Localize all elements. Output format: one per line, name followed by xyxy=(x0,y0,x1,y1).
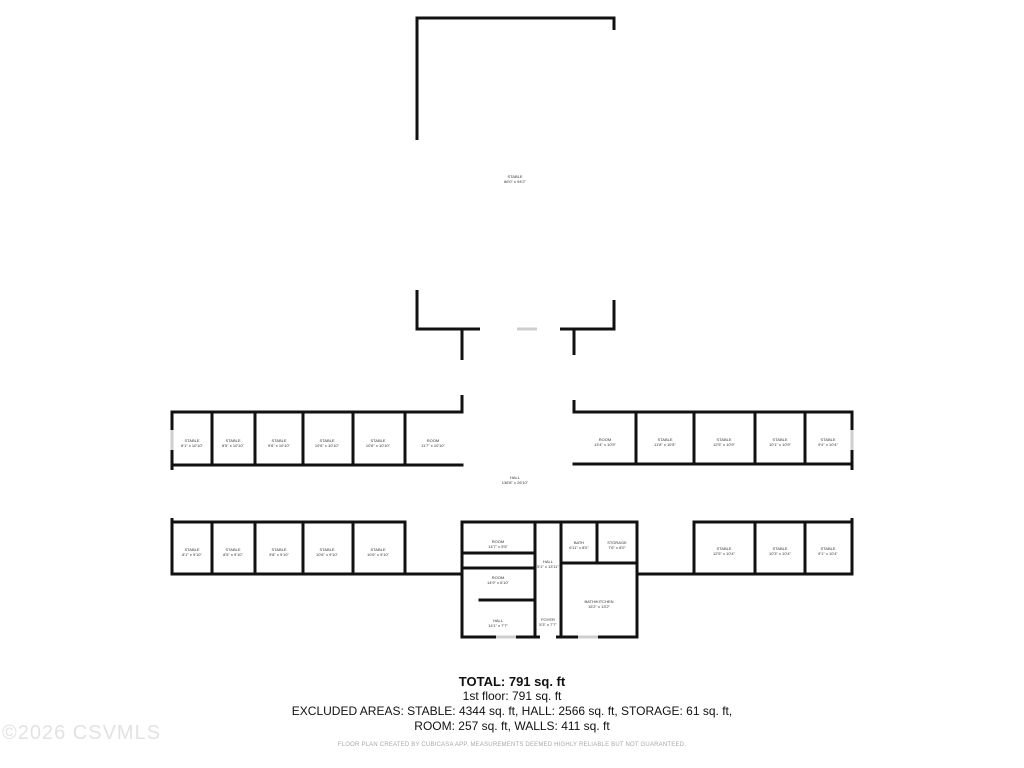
room-dimensions: 10'6" x 10'10" xyxy=(315,443,340,448)
room-name-stable: STABLE xyxy=(225,547,240,552)
room-dimensions: 10'3" x 10'4" xyxy=(769,551,792,556)
room-dimensions: 5'3" x 7'7" xyxy=(539,622,557,627)
room-dimensions: 136'8" x 26'10" xyxy=(502,480,529,485)
openings xyxy=(169,30,855,640)
disclaimer: FLOOR PLAN CREATED BY CUBICASA APP. MEAS… xyxy=(337,742,687,748)
windows xyxy=(170,327,854,639)
room-dimensions: 6'11" x 8'0" xyxy=(569,545,589,550)
room-name-room: ROOM xyxy=(427,438,439,443)
room-name-stable: STABLE xyxy=(271,438,286,443)
room-name-stable: STABLE xyxy=(507,174,522,179)
room-dimensions: 13'4" x 10'5" xyxy=(594,442,617,447)
room-dimensions: 11'8" x 10'5" xyxy=(654,442,676,447)
excluded-areas-line-1: EXCLUDED AREAS: STABLE: 4344 sq. ft, HAL… xyxy=(291,704,733,718)
room-dimensions: 8'5" x 9'10" xyxy=(223,552,243,557)
total-area: TOTAL: 791 sq. ft xyxy=(458,674,566,689)
room-name-room: ROOM xyxy=(492,539,504,544)
room-name-stable: STABLE xyxy=(271,547,286,552)
room-dimensions: 12'5" x 10'5" xyxy=(713,442,736,447)
room-dimensions: 11'7" x 10'10" xyxy=(421,443,445,448)
room-name-room: ROOM xyxy=(492,575,504,580)
room-name-stable: STABLE xyxy=(772,546,787,551)
room-name-stable: STABLE xyxy=(657,437,672,442)
excluded-areas-line-2: ROOM: 257 sq. ft, WALLS: 411 sq. ft xyxy=(414,719,610,733)
room-name-stable: STABLE xyxy=(184,547,199,552)
room-dimensions: 8'1" x 10'10" xyxy=(181,443,204,448)
room-dimensions: 66'0" x 94'2" xyxy=(504,179,527,184)
window xyxy=(517,327,537,331)
room-name-stable: STABLE xyxy=(820,437,835,442)
room-dimensions: 5'1" x 13'11" xyxy=(537,564,559,569)
west-wing-outline xyxy=(170,410,464,576)
room-dimensions: 9'8" x 10'10" xyxy=(268,443,291,448)
room-name-bath: BATH xyxy=(574,540,584,545)
room-dimensions: 9'1" x 10'4" xyxy=(818,551,838,556)
watermark: ©2026 CSVMLS xyxy=(2,722,162,744)
room-name-foyer: FOYER xyxy=(541,617,555,622)
room-dimensions: 9'4" x 10'4" xyxy=(818,442,838,447)
window xyxy=(578,635,598,639)
room-dimensions: 12'5" x 10'4" xyxy=(713,551,736,556)
room-name-stable: STABLE xyxy=(716,546,731,551)
room-name-storage: STORAGE xyxy=(607,540,627,545)
room-name-stable: STABLE xyxy=(319,438,334,443)
room-dimensions: 14'9" x 6'10" xyxy=(487,580,510,585)
room-dimensions: 7'6" x 8'0" xyxy=(608,545,626,550)
room-dimensions: 10'1" x 10'5" xyxy=(769,442,792,447)
room-name-hall: HALL xyxy=(543,559,554,564)
room-name-stable: STABLE xyxy=(370,438,385,443)
room-name-stable: STABLE xyxy=(225,438,240,443)
room-name-stable: STABLE xyxy=(184,438,199,443)
room-name-room: ROOM xyxy=(599,437,611,442)
room-dimensions: 9'8" x 9'10" xyxy=(269,552,289,557)
room-name-hall: HALL xyxy=(510,475,521,480)
window xyxy=(850,430,854,450)
room-name-stable: STABLE xyxy=(370,547,385,552)
room-dimensions: 14'1" x 7'7" xyxy=(488,623,508,628)
room-dimensions: 10'6" x 9'10" xyxy=(367,552,390,557)
floor-area: 1st floor: 791 sq. ft xyxy=(462,689,562,703)
walls xyxy=(170,16,854,639)
room-dimensions: 15'2" x 13'2" xyxy=(588,604,611,609)
room-dimensions: 8'1" x 9'10" xyxy=(182,552,202,557)
room-dimensions: 8'5" x 10'10" xyxy=(222,443,245,448)
room-name-stable: STABLE xyxy=(716,437,731,442)
room-dimensions: 14'7" x 5'5" xyxy=(488,544,508,549)
room-dimensions: 10'6" x 9'10" xyxy=(316,552,339,557)
room-name-bath-kitchen: BATH/KITCHEN xyxy=(584,599,613,604)
room-name-stable: STABLE xyxy=(820,546,835,551)
window xyxy=(496,635,516,639)
room-name-stable: STABLE xyxy=(319,547,334,552)
window xyxy=(170,430,174,450)
room-dimensions: 10'6" x 10'10" xyxy=(366,443,391,448)
room-name-stable: STABLE xyxy=(772,437,787,442)
room-name-hall: HALL xyxy=(493,618,504,623)
